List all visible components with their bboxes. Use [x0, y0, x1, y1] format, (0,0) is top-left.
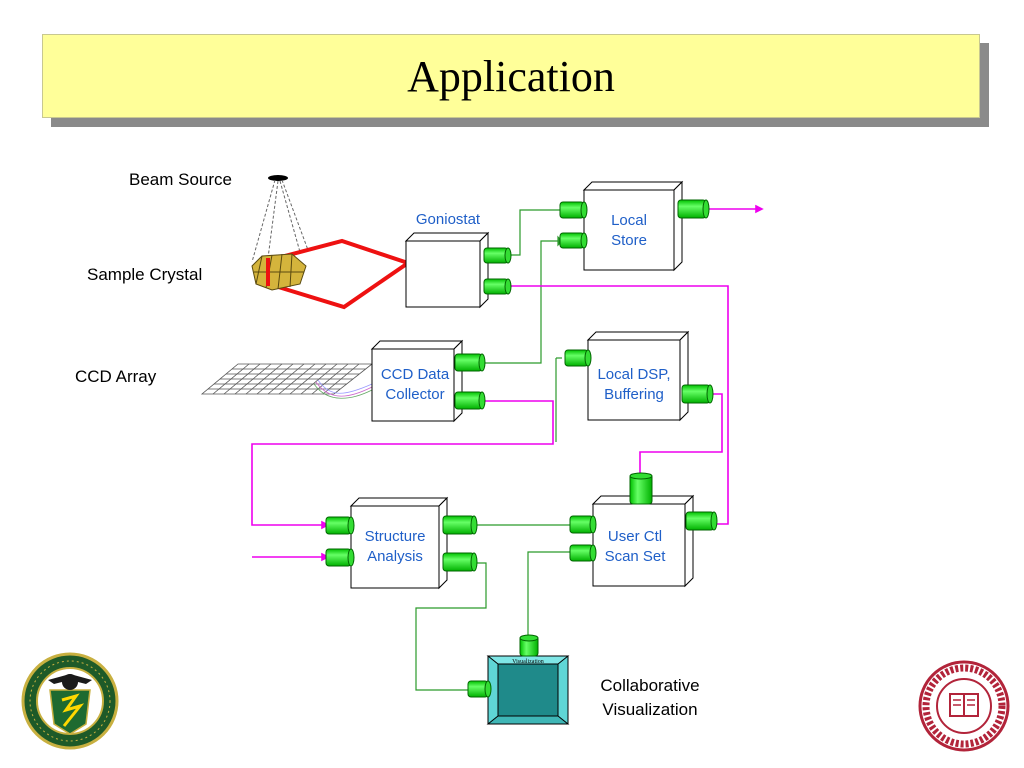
collaborative-visualization-label: Collaborative Visualization [580, 674, 720, 722]
sample-crystal [251, 253, 307, 291]
connector-analysis-out1 [442, 515, 478, 535]
data-links [251, 204, 764, 562]
connector-userctl-in2 [569, 544, 597, 562]
connector-userctl-in1 [569, 515, 597, 534]
connector-goniostat-out2 [483, 278, 512, 295]
connector-store-out [677, 199, 710, 219]
collab-label-line2: Visualization [602, 700, 698, 719]
user-ctl-line1: User Ctl [607, 528, 663, 545]
connector-store-in1 [559, 201, 588, 219]
beam-source-label: Beam Source [129, 170, 232, 189]
ccd-data-collector-label: CCD Data Collector [368, 365, 462, 405]
indiana-university-seal-icon [918, 660, 1010, 752]
local-dsp-label: Local DSP, Buffering [582, 365, 686, 405]
screen-caption: Visualization [512, 659, 544, 665]
structure-analysis-line2: Analysis [367, 548, 423, 565]
structure-analysis-line1: Structure [364, 528, 426, 545]
structure-analysis-box [349, 496, 449, 590]
connector-analysis-in2 [325, 548, 355, 567]
sample-crystal-label: Sample Crystal [87, 265, 203, 284]
local-store-label: Local Store [584, 211, 674, 251]
connector-store-in2 [559, 232, 588, 249]
department-of-energy-seal-icon [21, 652, 119, 750]
connector-ccd-out2 [454, 391, 486, 410]
visualization-screen: Visualization [486, 655, 570, 725]
local-dsp-box [586, 330, 690, 422]
structure-analysis-label: Structure Analysis [351, 527, 439, 567]
goniostat-label: Goniostat [415, 211, 481, 228]
connector-userctl-out [685, 511, 718, 531]
local-store-box [582, 180, 684, 272]
connector-userctl-top [629, 472, 653, 505]
title-banner: Application [42, 34, 980, 118]
connector-goniostat-out1 [483, 247, 512, 264]
user-ctl-label: User Ctl Scan Set [589, 527, 681, 567]
local-dsp-line1: Local DSP, [597, 366, 671, 383]
slide-title: Application [407, 51, 615, 101]
local-store-line2: Store [611, 232, 647, 249]
connector-analysis-out2 [442, 552, 478, 572]
ccd-array-label: CCD Array [75, 367, 157, 386]
local-store-line1: Local [611, 212, 647, 229]
connector-ccd-out1 [454, 353, 486, 372]
beam-source [251, 175, 309, 263]
connectors [325, 199, 718, 698]
connector-dsp-in [564, 349, 592, 367]
connector-analysis-in1 [325, 516, 355, 535]
connector-dsp-out [681, 384, 714, 404]
user-ctl-line2: Scan Set [604, 548, 666, 565]
ccd-collector-line2: Collector [385, 386, 445, 403]
connector-screen-top [519, 634, 539, 657]
ccd-collector-line1: CCD Data [380, 366, 450, 383]
ccd-array-grid [200, 363, 374, 399]
local-dsp-line2: Buffering [604, 386, 664, 403]
goniostat-box [404, 231, 490, 309]
collab-label-line1: Collaborative [600, 676, 700, 695]
connector-screen-in [467, 680, 492, 698]
